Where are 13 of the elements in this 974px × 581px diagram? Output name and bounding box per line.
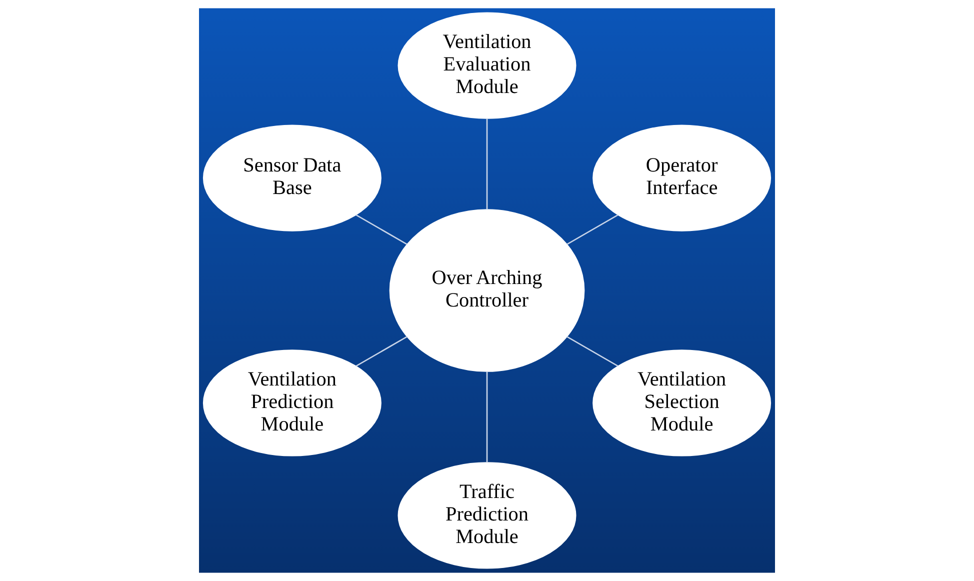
node-ellipse: Ventilation Prediction Module <box>202 350 382 456</box>
connector <box>356 336 408 367</box>
connector <box>566 336 618 367</box>
node-ellipse: Sensor Data Base <box>202 124 382 232</box>
node-ellipse: Ventilation Evaluation Module <box>398 12 576 119</box>
connector <box>566 214 618 245</box>
node-ellipse: Traffic Prediction Module <box>398 462 576 569</box>
connector <box>356 214 408 245</box>
node-ellipse: Operator Interface <box>592 124 772 232</box>
node-ellipse: Ventilation Selection Module <box>592 350 772 456</box>
connector <box>486 118 488 210</box>
connector <box>486 371 488 463</box>
node-ellipse: Over Arching Controller <box>389 209 585 372</box>
